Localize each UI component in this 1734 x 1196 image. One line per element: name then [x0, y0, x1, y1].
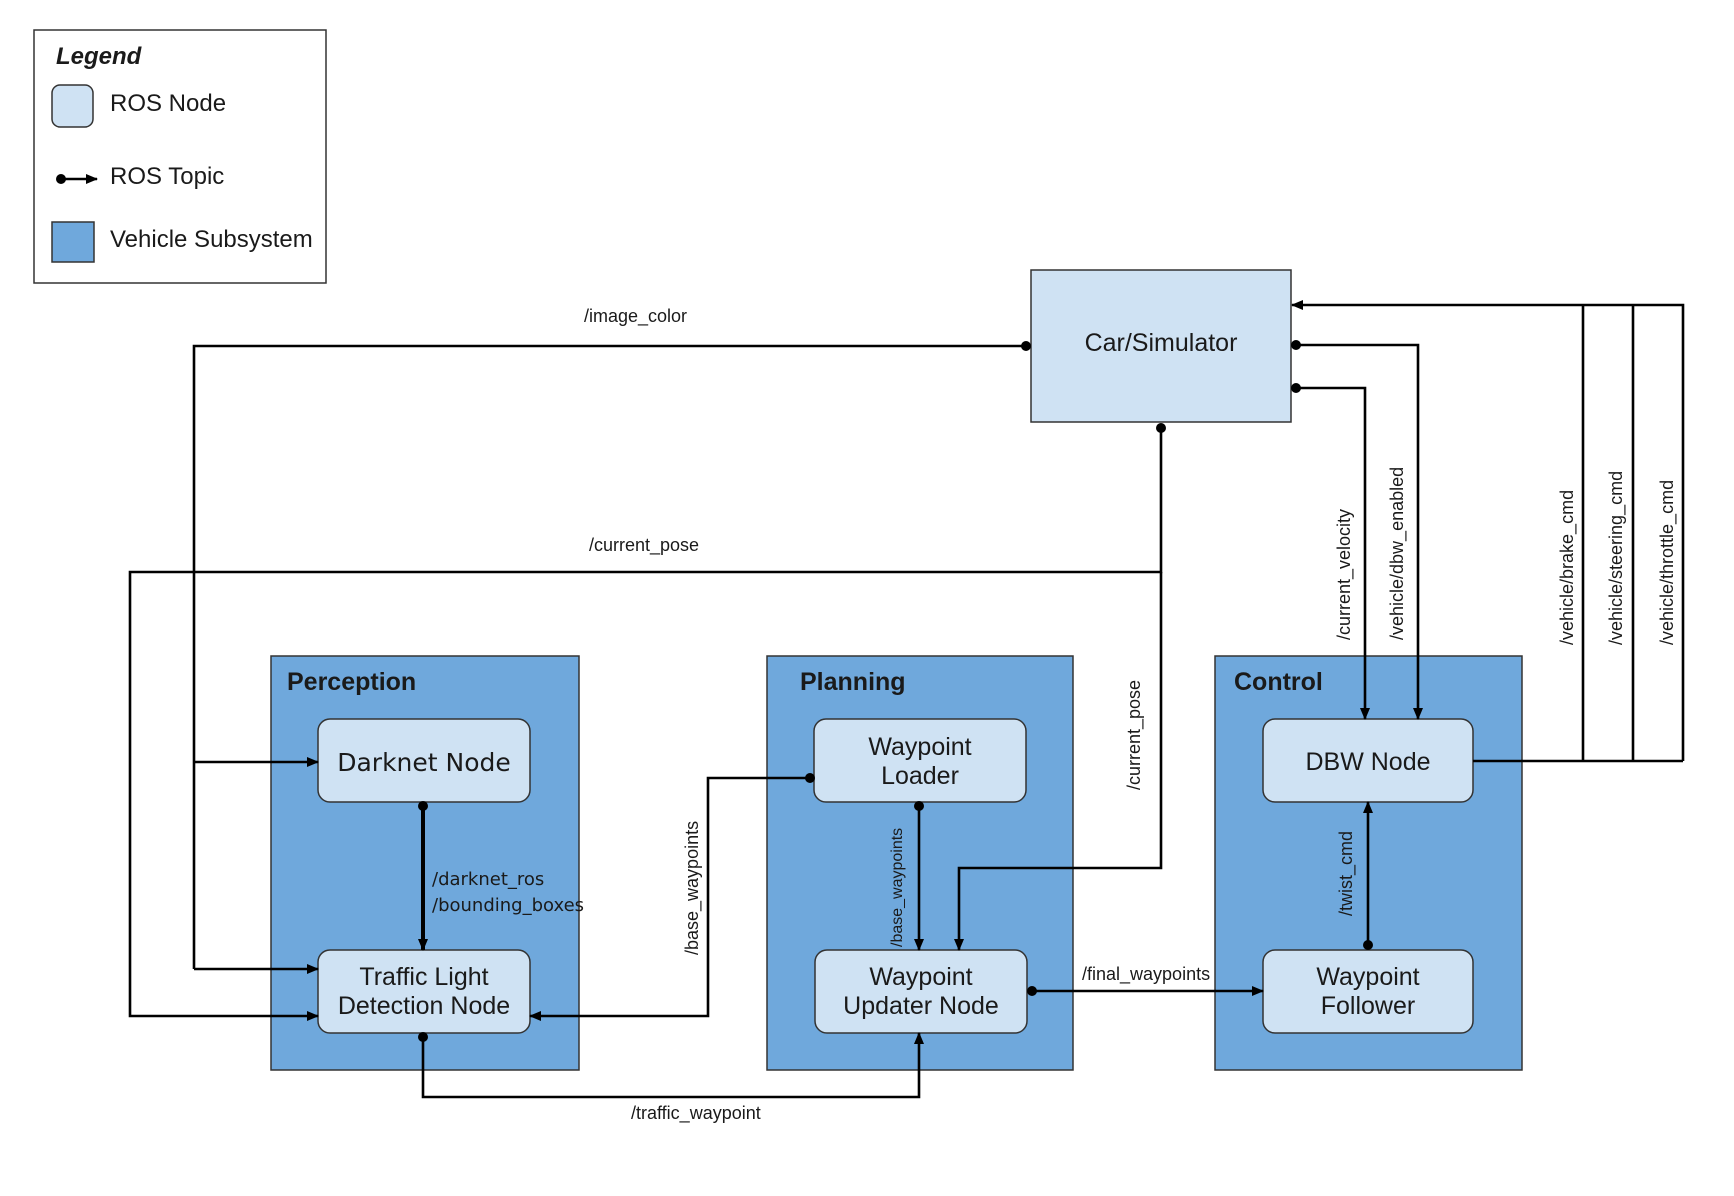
waypoint-follower-label-line1: Waypoint	[1316, 963, 1419, 991]
waypoint-updater-label-line1: Waypoint	[869, 963, 972, 991]
current-velocity-topic-label: /current_velocity	[1334, 509, 1355, 640]
waypoint-follower-label-line2: Follower	[1321, 992, 1415, 1020]
brake-cmd-topic-label: /vehicle/brake_cmd	[1557, 490, 1578, 645]
steering-cmd-topic-label: /vehicle/steering_cmd	[1606, 471, 1627, 645]
waypoint-updater-label-line2: Updater Node	[843, 992, 999, 1020]
car-simulator-label: Car/Simulator	[1085, 329, 1238, 357]
throttle-cmd-topic-label: /vehicle/throttle_cmd	[1657, 480, 1678, 645]
waypoint-loader-label-line2: Loader	[881, 762, 959, 790]
dbw-node: DBW Node	[1262, 718, 1474, 803]
legend-node-label: ROS Node	[110, 90, 226, 117]
traffic-light-label-line2: Detection Node	[338, 992, 510, 1020]
base-waypoints-outer-label: /base_waypoints	[682, 821, 703, 955]
current-pose-vertical-label: /current_pose	[1124, 680, 1145, 790]
planning-title: Planning	[800, 668, 906, 696]
traffic-light-label-line1: Traffic Light	[359, 963, 488, 991]
final-waypoints-connector	[1027, 986, 1264, 996]
darknet-node: Darknet Node	[317, 718, 531, 803]
waypoint-follower-node: Waypoint Follower	[1262, 949, 1474, 1034]
waypoint-loader-node: Waypoint Loader	[813, 718, 1027, 803]
twist-cmd-topic-label: /twist_cmd	[1336, 831, 1357, 916]
legend-title: Legend	[56, 43, 143, 70]
legend-topic-label: ROS Topic	[110, 163, 224, 190]
dbw-enabled-connector	[1291, 340, 1423, 720]
car-simulator-box	[1030, 269, 1292, 423]
bounding-boxes-connector	[418, 801, 428, 951]
bounding-boxes-topic-label: /bounding_boxes	[432, 895, 584, 916]
vehicle-cmd-connector	[1291, 300, 1685, 763]
car-simulator-node: Car/Simulator	[1030, 269, 1292, 423]
twist-cmd-connector	[1363, 801, 1373, 950]
legend-subsystem-swatch	[51, 221, 95, 263]
base-waypoints-inner-connector	[914, 801, 924, 951]
image-color-topic-label: /image_color	[584, 306, 687, 327]
dbw-label: DBW Node	[1305, 748, 1430, 776]
traffic-light-detection-node: Traffic Light Detection Node	[317, 949, 531, 1034]
darknet-label: Darknet Node	[337, 748, 511, 777]
legend-node-swatch	[51, 84, 94, 128]
traffic-waypoint-topic-label: /traffic_waypoint	[631, 1103, 761, 1124]
control-title: Control	[1234, 668, 1323, 696]
traffic-waypoint-connector	[418, 1032, 924, 1099]
base-waypoints-outer-connector	[529, 773, 815, 1021]
waypoint-loader-label-line1: Waypoint	[868, 733, 971, 761]
image-color-connector	[192, 341, 1031, 974]
current-pose-topic-label: /current_pose	[589, 535, 699, 556]
dbw-enabled-topic-label: /vehicle/dbw_enabled	[1387, 467, 1408, 640]
legend: Legend ROS Node ROS Topic Vehicle Subsys…	[33, 29, 327, 284]
current-velocity-connector	[1291, 383, 1370, 720]
current-pose-connector	[128, 423, 1166, 1021]
legend-topic-arrow-icon	[56, 174, 98, 184]
perception-title: Perception	[287, 668, 416, 696]
waypoint-updater-node: Waypoint Updater Node	[814, 949, 1028, 1034]
legend-subsystem-label: Vehicle Subsystem	[110, 226, 313, 253]
base-waypoints-inner-label: /base_waypoints	[889, 828, 906, 947]
darknet-ros-topic-label: /darknet_ros	[432, 869, 544, 890]
final-waypoints-topic-label: /final_waypoints	[1082, 964, 1210, 985]
